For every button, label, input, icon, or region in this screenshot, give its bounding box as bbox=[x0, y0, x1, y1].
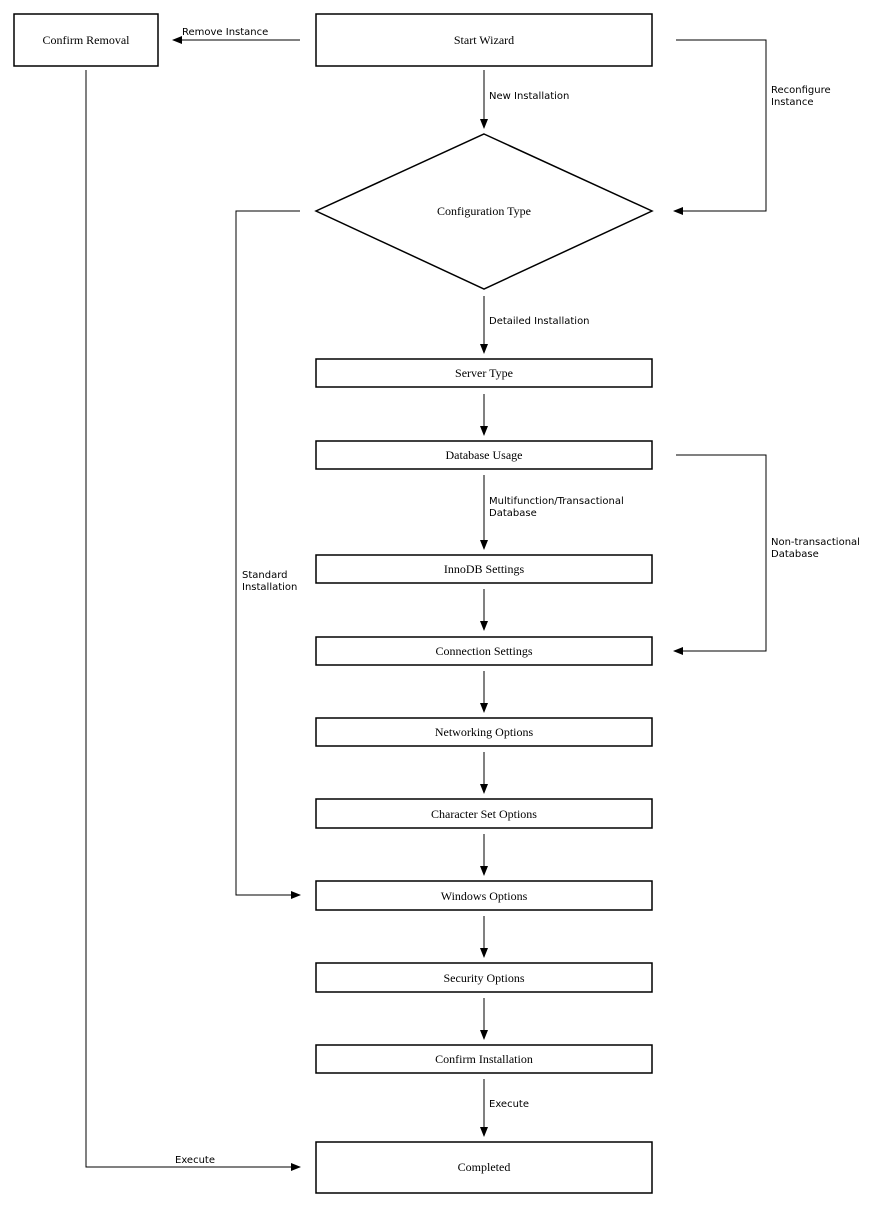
label-non-transactional-line1: Non-transactional bbox=[771, 537, 860, 548]
label-standard-installation-line2: Installation bbox=[242, 582, 297, 593]
node-innodb-settings-label: InnoDB Settings bbox=[444, 562, 525, 576]
node-innodb-settings: InnoDB Settings bbox=[315, 554, 653, 584]
edge-standard-installation bbox=[235, 210, 301, 899]
node-server-type-label: Server Type bbox=[455, 366, 513, 380]
node-start-wizard: Start Wizard bbox=[315, 13, 653, 67]
node-security-options: Security Options bbox=[315, 962, 653, 993]
edge-execute-removal bbox=[85, 70, 301, 1171]
node-confirm-removal: Confirm Removal bbox=[13, 13, 159, 67]
node-networking-options: Networking Options bbox=[315, 717, 653, 747]
node-security-options-label: Security Options bbox=[444, 971, 525, 985]
edge-non-transactional bbox=[673, 454, 767, 655]
label-reconfigure-instance-line1: Reconfigure bbox=[771, 85, 831, 96]
label-multifunction-line2: Database bbox=[489, 508, 537, 519]
node-configuration-type: Configuration Type bbox=[314, 133, 654, 290]
node-completed-label: Completed bbox=[458, 1160, 511, 1174]
node-windows-options: Windows Options bbox=[315, 880, 653, 911]
node-connection-settings-label: Connection Settings bbox=[436, 644, 533, 658]
edge-reconfigure-instance bbox=[673, 39, 767, 215]
node-start-wizard-label: Start Wizard bbox=[454, 33, 514, 47]
label-detailed-installation: Detailed Installation bbox=[489, 316, 590, 327]
node-networking-options-label: Networking Options bbox=[435, 725, 534, 739]
label-multifunction-line1: Multifunction/Transactional bbox=[489, 496, 624, 507]
node-confirm-installation-label: Confirm Installation bbox=[435, 1052, 533, 1066]
node-database-usage: Database Usage bbox=[315, 440, 653, 470]
label-reconfigure-instance-line2: Instance bbox=[771, 97, 814, 108]
label-execute-main: Execute bbox=[489, 1099, 529, 1110]
node-character-set-options-label: Character Set Options bbox=[431, 807, 537, 821]
node-server-type: Server Type bbox=[315, 358, 653, 388]
node-database-usage-label: Database Usage bbox=[446, 448, 523, 462]
node-confirm-removal-label: Confirm Removal bbox=[43, 33, 131, 47]
node-character-set-options: Character Set Options bbox=[315, 798, 653, 829]
label-standard-installation-line1: Standard bbox=[242, 570, 288, 581]
label-remove-instance: Remove Instance bbox=[182, 27, 268, 38]
label-new-installation: New Installation bbox=[489, 91, 569, 102]
label-execute-removal: Execute bbox=[175, 1155, 215, 1166]
node-windows-options-label: Windows Options bbox=[441, 889, 528, 903]
node-configuration-type-label: Configuration Type bbox=[437, 204, 531, 218]
node-confirm-installation: Confirm Installation bbox=[315, 1044, 653, 1074]
label-non-transactional-line2: Database bbox=[771, 549, 819, 560]
node-completed: Completed bbox=[315, 1141, 653, 1194]
node-connection-settings: Connection Settings bbox=[315, 636, 653, 666]
